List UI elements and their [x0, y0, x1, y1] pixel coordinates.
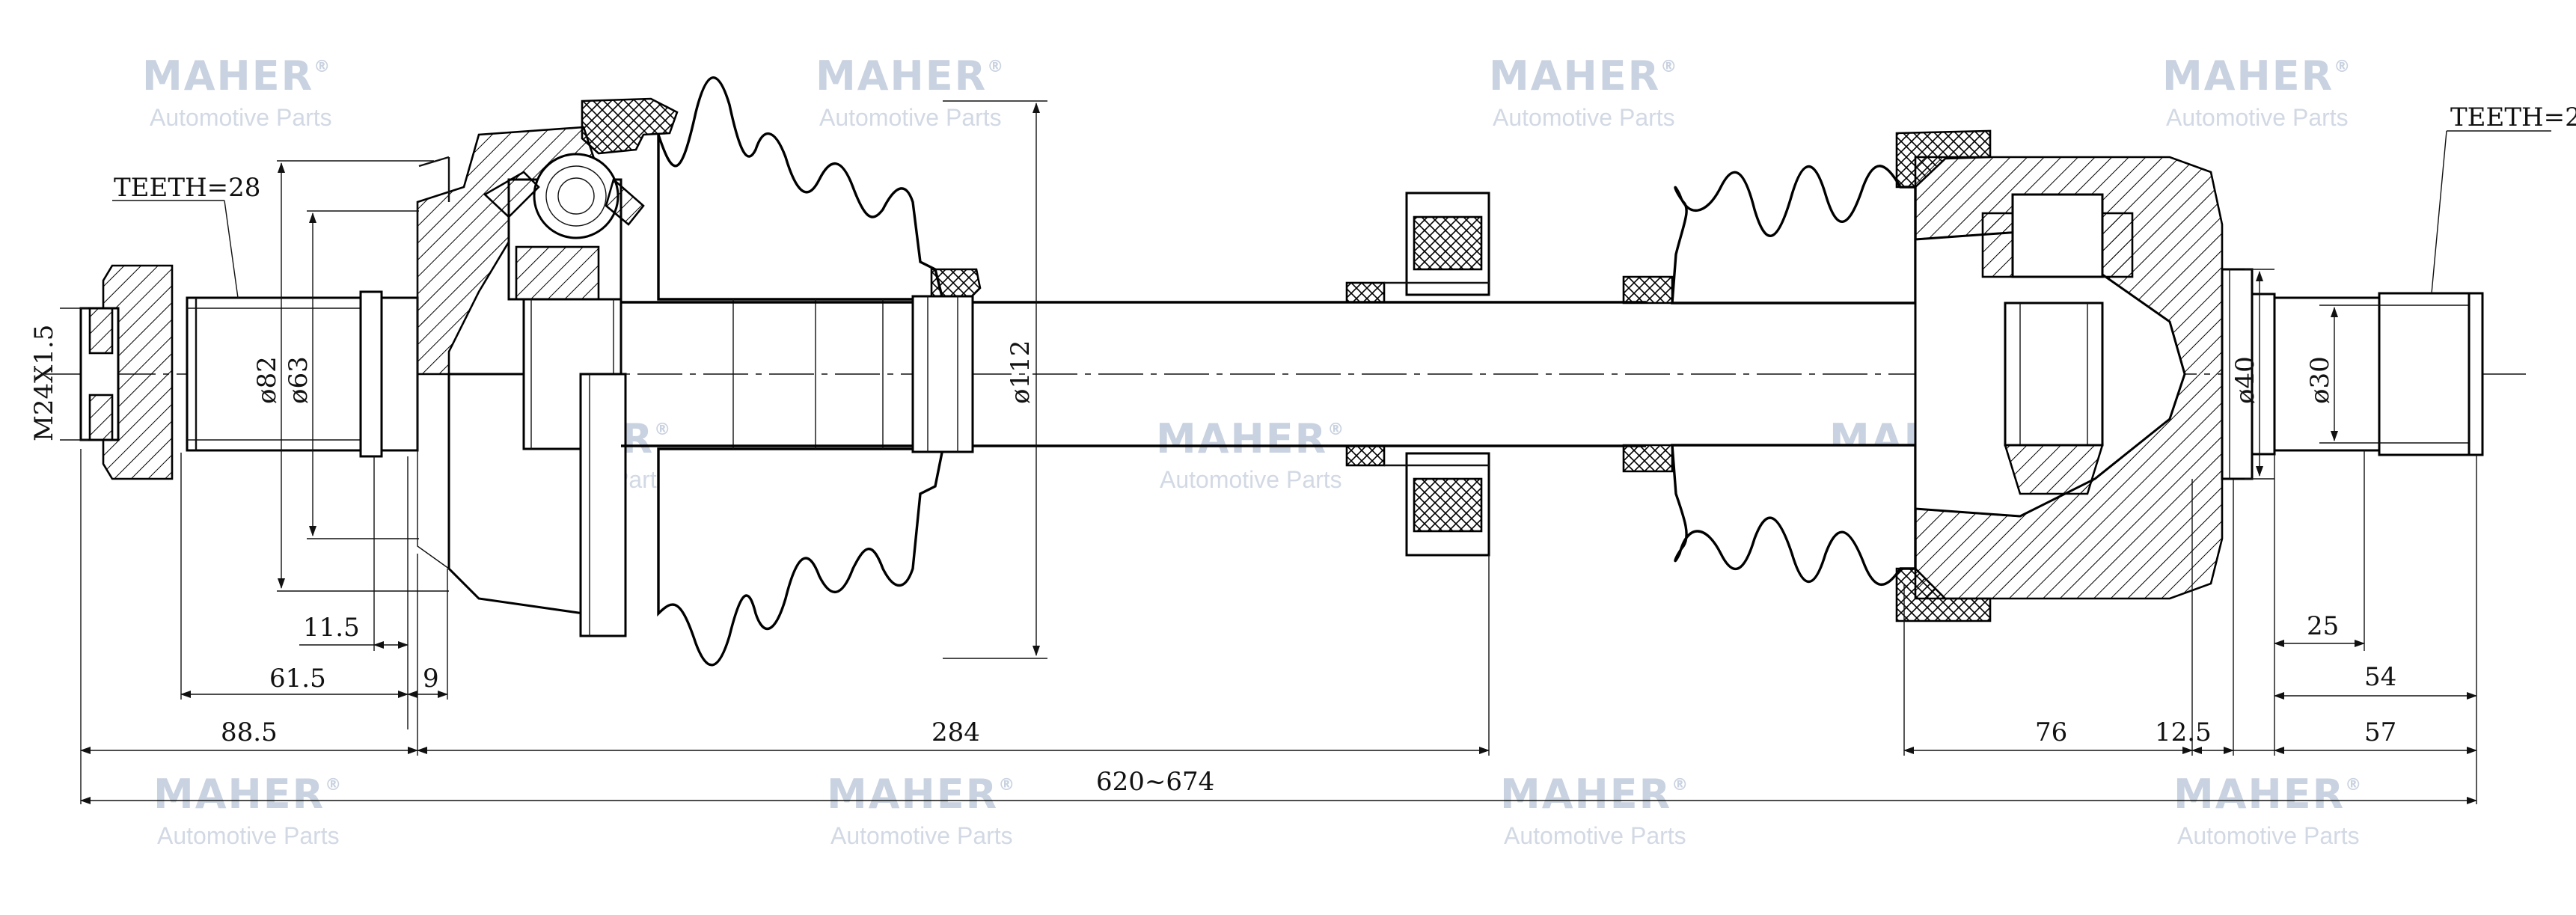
damper-upper-rubber	[1413, 215, 1483, 271]
watermark-sub: Automotive Parts	[830, 822, 1013, 849]
dim-61-5: 61.5	[269, 664, 326, 694]
cv-ball	[533, 153, 619, 239]
inner-boot	[1622, 129, 1992, 622]
registered-mark: ®	[1671, 776, 1689, 795]
dim-88-5: 88.5	[221, 717, 278, 747]
damper-lower-rubber	[1413, 477, 1483, 533]
watermark-sub: Automotive Parts	[1504, 822, 1686, 849]
diameter-40-label: ø40	[2230, 356, 2260, 404]
registered-mark: ®	[987, 58, 1005, 76]
registered-mark: ®	[2334, 58, 2352, 76]
cv-inner-race	[515, 245, 600, 301]
watermark-sub: Automotive Parts	[157, 822, 340, 849]
watermark-brand: MAHER®	[153, 771, 343, 818]
inner-boot-upper-bellows	[1671, 165, 1917, 305]
watermark-sub: Automotive Parts	[150, 104, 332, 131]
watermark-brand: MAHER®	[1489, 52, 1678, 100]
watermark-3: MAHER® Automotive Parts	[1489, 52, 1678, 131]
right-stub-neck	[2273, 296, 2381, 452]
watermark-brand: MAHER®	[1500, 771, 1689, 818]
boot-clamp-big	[579, 373, 627, 637]
watermark-sub: Automotive Parts	[819, 104, 1002, 131]
watermark-sub: Automotive Parts	[2177, 822, 2360, 849]
dim-54: 54	[2364, 662, 2396, 692]
watermark-9: MAHER® Automotive Parts	[827, 771, 1016, 849]
dim-9: 9	[423, 664, 439, 694]
tripod-roller-top-left-hatch	[1981, 212, 2014, 278]
watermark-10: MAHER® Automotive Parts	[1500, 771, 1689, 849]
damper-clamp-top	[1345, 281, 1386, 304]
watermark-sub: Automotive Parts	[1493, 104, 1675, 131]
registered-mark: ®	[1660, 58, 1678, 76]
dim-12-5: 12.5	[2155, 717, 2212, 747]
thread-hatch-top	[88, 307, 114, 355]
watermark-11: MAHER® Automotive Parts	[2173, 771, 2363, 849]
spline-neck	[380, 296, 419, 452]
torsional-damper	[1345, 192, 1490, 557]
tripod-roller-top-right-hatch	[2101, 212, 2134, 278]
intermediate-shaft	[621, 295, 1646, 453]
right-spline-shaft	[2378, 292, 2478, 456]
thread-hatch-bottom	[88, 394, 114, 441]
housing-flange	[2221, 268, 2254, 480]
dim-284: 284	[931, 717, 980, 747]
registered-mark: ®	[998, 776, 1016, 795]
left-spline-stub	[79, 264, 419, 480]
annotations: TEETH=28 TEETH=29 M24X1.5 ø82 ø63 ø112 ø…	[29, 100, 2576, 659]
watermark-2: MAHER® Automotive Parts	[816, 52, 1005, 131]
watermark-brand: MAHER®	[816, 52, 1005, 100]
dim-total-length: 620~674	[1096, 767, 1214, 797]
thread-label: M24X1.5	[29, 325, 59, 441]
watermark-brand: MAHER®	[2162, 52, 2352, 100]
shaft-collar-left	[911, 295, 974, 453]
inner-boot-small-clamp-top	[1622, 275, 1674, 305]
axle-nut	[102, 264, 174, 480]
damper-clamp-bottom	[1345, 444, 1386, 467]
boot-lower-bellows	[657, 447, 945, 667]
cage-hatch-left	[483, 171, 540, 218]
dim-57: 57	[2364, 717, 2396, 747]
watermark-6: MAHER® Automotive Parts	[1156, 415, 1345, 493]
cage-hatch-right	[605, 177, 645, 226]
boot-upper-bellows	[657, 76, 945, 301]
outer-spline-shaft	[186, 296, 362, 452]
diameter-30-label: ø30	[2305, 356, 2335, 404]
registered-mark: ®	[313, 58, 331, 76]
inner-tripod-joint	[1914, 156, 2254, 600]
dimension-lines: 11.5 61.5 9 88.5 284 76 12.5 57 54 25 62…	[80, 449, 2477, 804]
diameter-82-label: ø82	[252, 356, 282, 404]
inner-boot-lower-bellows	[1671, 444, 1917, 586]
inner-boot-small-clamp-bottom	[1622, 444, 1674, 473]
dim-76: 76	[2035, 717, 2067, 747]
diameter-112-label: ø112	[1006, 340, 1035, 404]
spline-collar	[359, 290, 383, 458]
watermark-brand: MAHER®	[2173, 771, 2363, 818]
watermark-brand: MAHER®	[142, 52, 331, 100]
registered-mark: ®	[325, 776, 343, 795]
tripod-spider-hatch	[2004, 444, 2104, 495]
teeth-right-label: TEETH=29	[2450, 102, 2576, 132]
tripod-roller-top	[2011, 193, 2104, 278]
dim-11-5: 11.5	[303, 613, 360, 643]
registered-mark: ®	[1327, 420, 1345, 439]
watermark-4: MAHER® Automotive Parts	[2162, 52, 2352, 131]
registered-mark: ®	[2345, 776, 2363, 795]
right-spline-end	[2468, 292, 2484, 456]
watermark-sub: Automotive Parts	[2166, 104, 2349, 131]
watermark-sub: Automotive Parts	[1160, 466, 1342, 493]
registered-mark: ®	[654, 420, 672, 439]
outer-cv-joint	[416, 126, 645, 637]
dim-25: 25	[2307, 611, 2339, 641]
watermark-1: MAHER® Automotive Parts	[142, 52, 332, 131]
boot-big-clamp-ring	[581, 97, 679, 155]
diameter-63-label: ø63	[284, 356, 313, 404]
outer-boot	[581, 76, 982, 667]
watermark-brand: MAHER®	[1156, 415, 1345, 462]
watermark-8: MAHER® Automotive Parts	[153, 771, 343, 849]
watermark-brand: MAHER®	[827, 771, 1016, 818]
right-spline-stub	[2251, 292, 2484, 456]
teeth-left-label: TEETH=28	[114, 173, 260, 203]
